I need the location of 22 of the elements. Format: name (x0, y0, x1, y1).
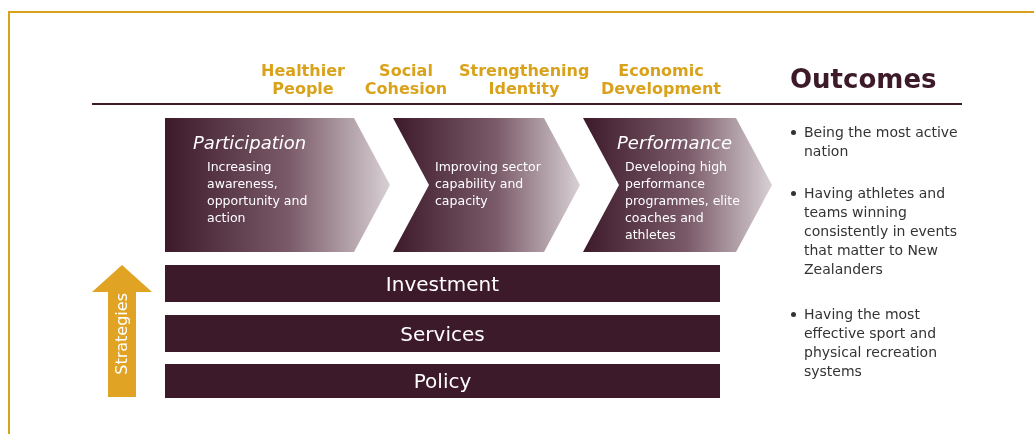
bullet-text: Being the most active nation (790, 123, 965, 161)
bar-label: Investment (385, 271, 500, 296)
section-heading: Outcomes (790, 64, 938, 94)
outcome-heading: Healthier People (260, 62, 346, 98)
strategy-bar (165, 315, 720, 352)
stage-banner (165, 118, 390, 252)
up-arrow (92, 265, 152, 397)
outcome-heading: Social Cohesion (363, 62, 449, 98)
chevron-text: Improving sector capability and capacity (435, 158, 542, 209)
bullet-text: Having the most effective sport and physical recreation systems (790, 305, 965, 381)
outcome-heading: Strengthening Identity (459, 62, 589, 98)
bar-label: Policy (413, 369, 472, 393)
bullet-text: Having athletes and teams winning consistently in events that matter to New Zealanders (790, 184, 965, 279)
chevron-text: Developing high performance programmes, elite coaches and athletes (625, 158, 741, 243)
outcome-heading: Economic Development (601, 62, 721, 98)
arrow-label: Strategies (112, 293, 132, 375)
strategy-bar (165, 364, 720, 398)
chevron-heading: Participation (193, 132, 307, 153)
chevron-text: Increasing awareness, opportunity and action (207, 158, 309, 226)
chevron-heading: Performance (617, 132, 733, 153)
strategy-bar (165, 265, 720, 302)
bar-label: Services (400, 321, 485, 346)
